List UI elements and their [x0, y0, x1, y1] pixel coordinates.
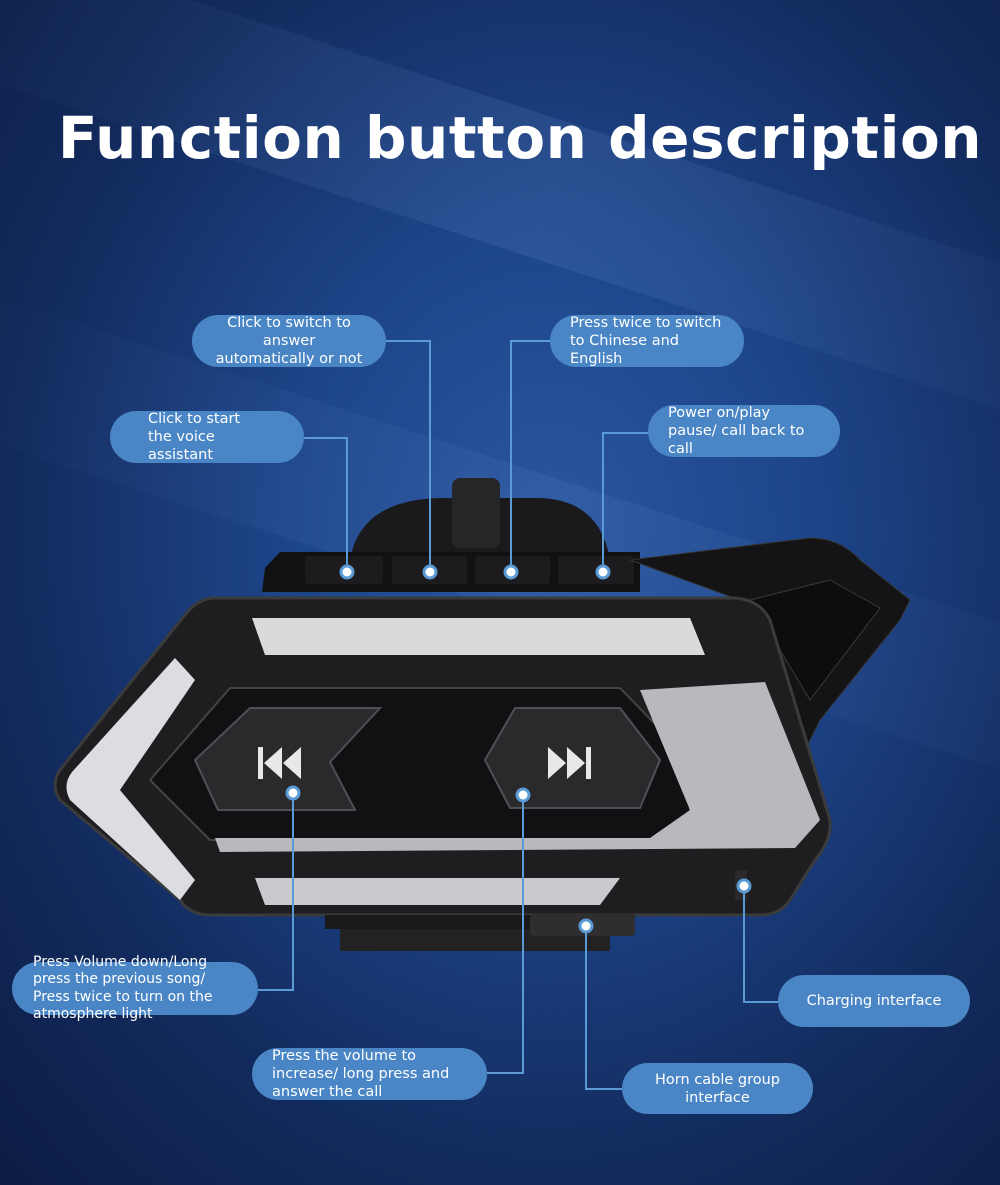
callout-language: Press twice to switch to Chinese and Eng…: [550, 315, 744, 367]
silver-panel: [215, 682, 820, 852]
callout-power: Power on/play pause/ call back to call: [648, 405, 840, 457]
callout-horn: Horn cable group interface: [622, 1063, 813, 1114]
previous-icon: [258, 747, 301, 779]
callout-volume-down: Press Volume down/Long press the previou…: [12, 954, 258, 1022]
mount-clip: [452, 478, 500, 548]
callout-voice-assistant: Click to start the voice assistant: [110, 411, 304, 463]
marker-dots: [285, 564, 752, 934]
bottom-light-strip: [255, 878, 620, 905]
left-light-strip: [66, 658, 195, 900]
next-icon: [548, 747, 591, 779]
callout-charging: Charging interface: [778, 975, 970, 1027]
page-title: Function button description: [57, 104, 983, 172]
top-light-strip: [252, 618, 705, 655]
callout-volume-up: Press the volume to increase/ long press…: [252, 1048, 487, 1100]
callout-auto-answer: Click to switch to answer automatically …: [192, 315, 386, 367]
